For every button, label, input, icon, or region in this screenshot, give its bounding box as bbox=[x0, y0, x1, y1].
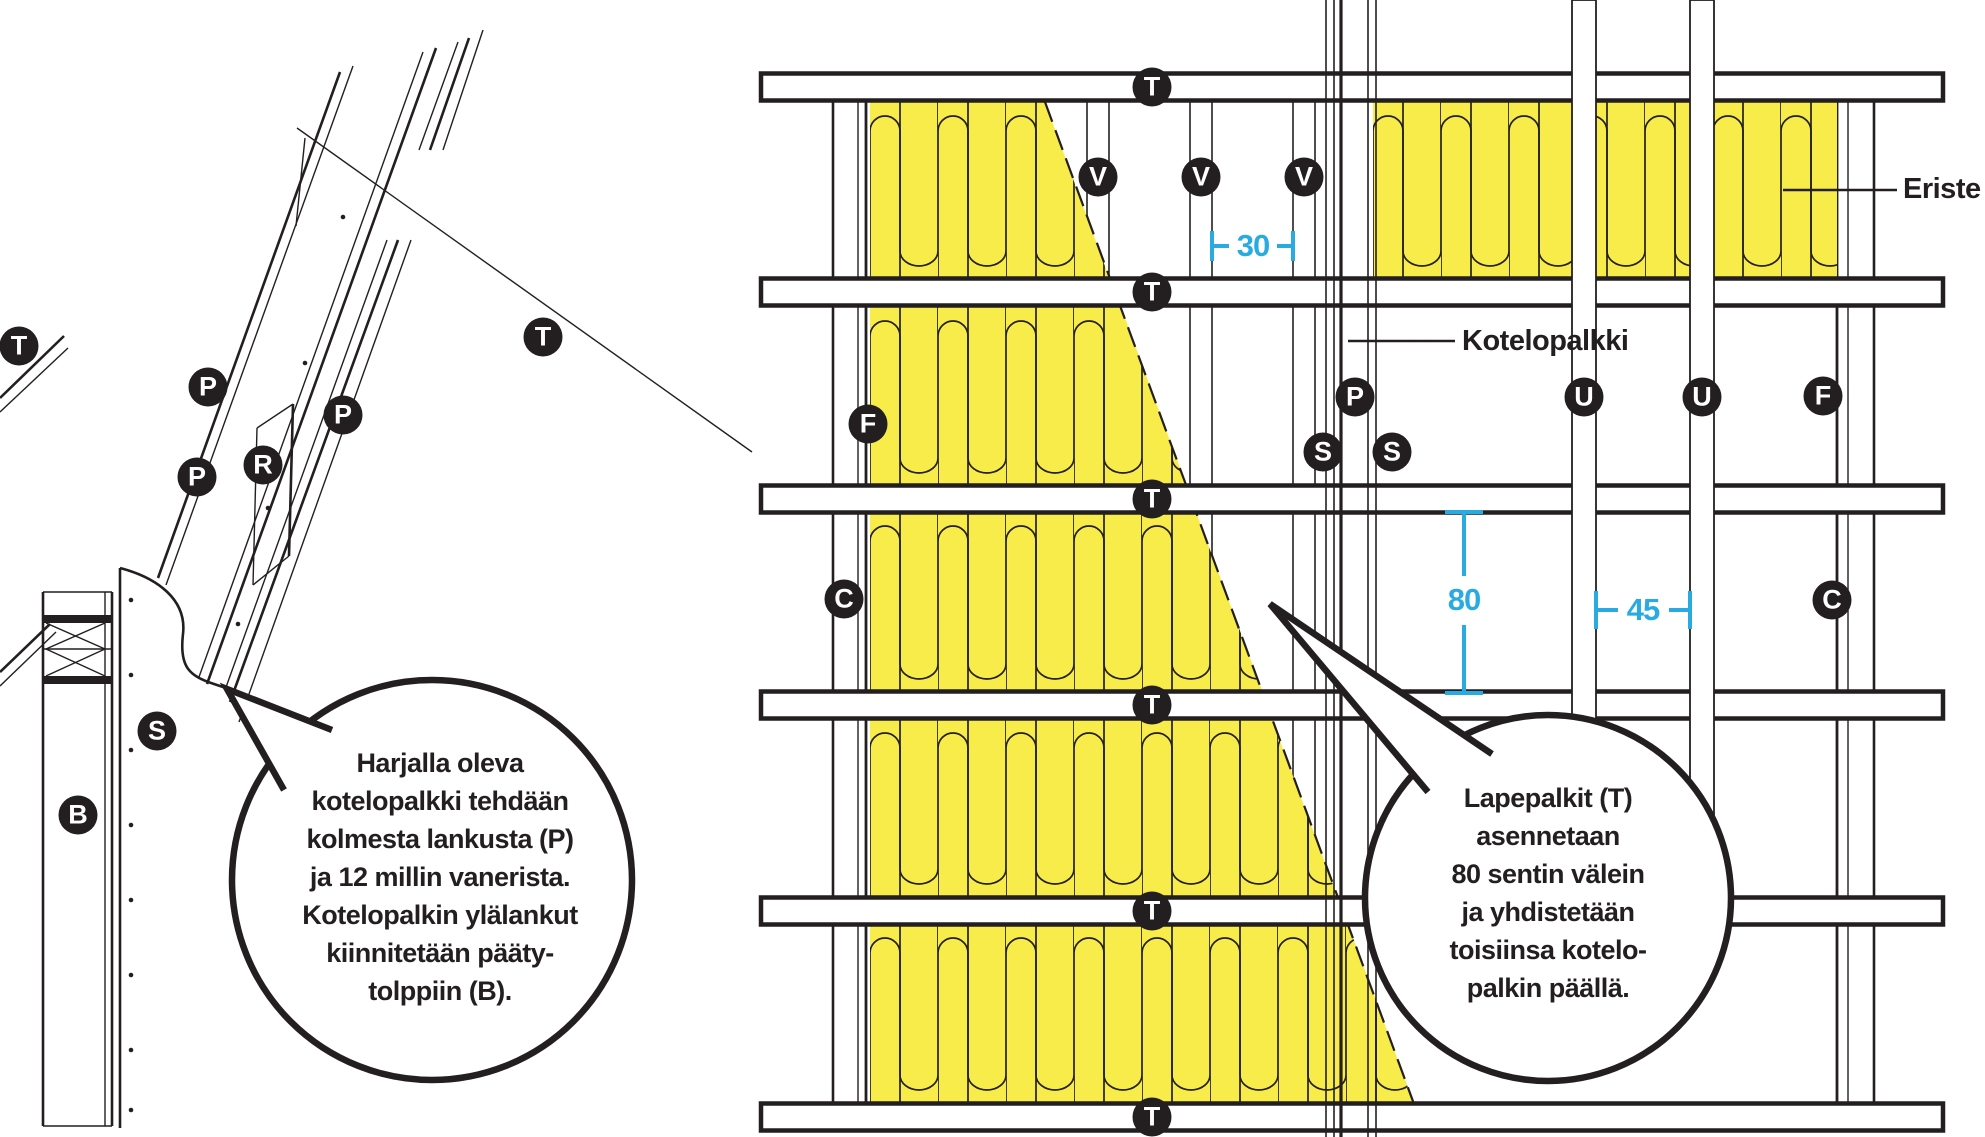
kotelopalkki-label: Kotelopalkki bbox=[1462, 324, 1629, 357]
bubble-text-line: ja yhdistetään bbox=[1461, 897, 1635, 927]
part-badge: C bbox=[1812, 580, 1852, 620]
right-bubble-text: Lapepalkit (T) asennetaan 80 sentin välein… bbox=[1449, 779, 1647, 1007]
nail-dots bbox=[128, 214, 346, 1113]
bubble-text-line: 80 sentin välein bbox=[1451, 859, 1645, 889]
dimension-value: 45 bbox=[1626, 592, 1660, 627]
part-badge: F bbox=[1803, 376, 1843, 416]
part-badge: S bbox=[137, 711, 177, 751]
part-badge: V bbox=[1078, 157, 1118, 197]
gable-isometric bbox=[0, 29, 753, 1128]
eriste-label: Eriste bbox=[1903, 172, 1981, 205]
part-badge: T bbox=[1132, 67, 1172, 107]
speech-bubble-right bbox=[1267, 601, 1735, 1085]
part-badge: V bbox=[1181, 157, 1221, 197]
part-badge: P bbox=[188, 367, 228, 407]
part-badge: B bbox=[58, 795, 98, 835]
bubble-text-line: ja 12 millin vanerista. bbox=[309, 862, 571, 892]
bubble-text-line: kolmesta lankusta (P) bbox=[306, 824, 574, 854]
dimension-value: 30 bbox=[1236, 228, 1270, 263]
part-badge: R bbox=[243, 445, 283, 485]
part-badge: U bbox=[1564, 377, 1604, 417]
bubble-text-line: Harjalla oleva bbox=[356, 748, 524, 778]
part-badge: P bbox=[323, 395, 363, 435]
bubble-text-line: Kotelopalkin ylälankut bbox=[302, 900, 578, 930]
part-badge: V bbox=[1284, 157, 1324, 197]
bubble-text-line: asennetaan bbox=[1476, 821, 1620, 851]
part-badge: T bbox=[1132, 1097, 1172, 1137]
part-badge: C bbox=[824, 579, 864, 619]
insulation-panels bbox=[870, 101, 1837, 1105]
part-badge: U bbox=[1682, 377, 1722, 417]
label-leader-lines bbox=[1348, 188, 1897, 343]
bubble-text-line: toisiinsa kotelo- bbox=[1449, 935, 1647, 965]
speech-bubble-left bbox=[219, 676, 636, 1084]
part-badge: T bbox=[1132, 891, 1172, 931]
part-badge: F bbox=[848, 404, 888, 444]
part-badge: S bbox=[1372, 432, 1412, 472]
bubble-text-line: tolppiin (B). bbox=[368, 976, 512, 1006]
part-badge: T bbox=[1132, 685, 1172, 725]
bubble-text-line: kotelopalkki tehdään bbox=[311, 786, 569, 816]
dimension-value: 80 bbox=[1447, 582, 1481, 617]
part-badge: T bbox=[1132, 272, 1172, 312]
bubble-text-line: palkin päällä. bbox=[1466, 973, 1630, 1003]
part-badge: T bbox=[523, 317, 563, 357]
left-bubble-text: Harjalla oleva kotelopalkki tehdään kolmes… bbox=[302, 744, 578, 1010]
bubble-text-line: kiinnitetään pääty- bbox=[326, 938, 554, 968]
part-badge: S bbox=[1303, 432, 1343, 472]
part-badge: T bbox=[1132, 479, 1172, 519]
dimension-lines bbox=[1210, 231, 1692, 695]
part-badge: P bbox=[177, 457, 217, 497]
insulation-cut-edge bbox=[1043, 101, 1416, 1105]
part-badge: P bbox=[1335, 377, 1375, 417]
kotelopalkki-member bbox=[1325, 0, 1377, 1137]
part-badge: T bbox=[0, 326, 39, 366]
bubble-text-line: Lapepalkit (T) bbox=[1463, 783, 1633, 813]
